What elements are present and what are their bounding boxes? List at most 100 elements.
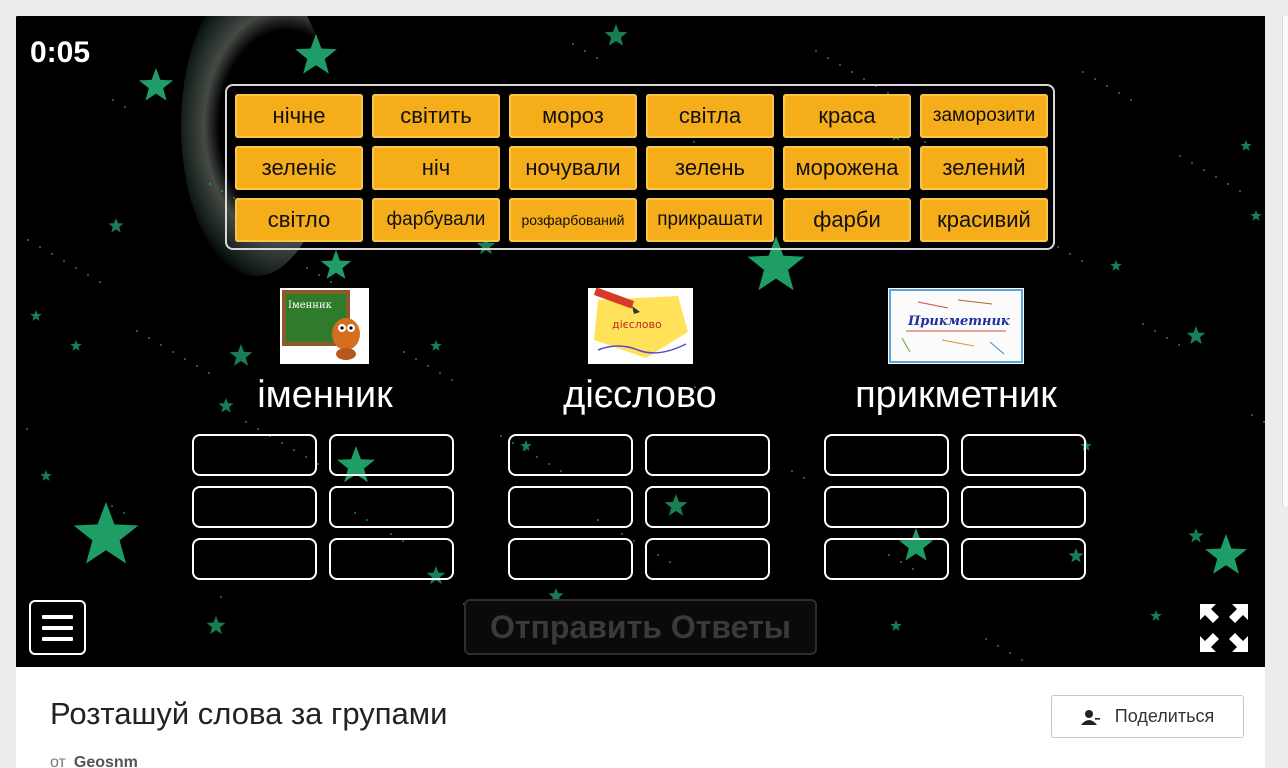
star-dot — [111, 505, 113, 507]
noun-slot[interactable] — [329, 486, 454, 528]
side-scrollbar[interactable] — [1282, 16, 1288, 506]
noun-slot[interactable] — [329, 538, 454, 580]
star-dot — [87, 274, 89, 276]
star-dot — [1178, 344, 1180, 346]
star-dot — [1142, 323, 1144, 325]
verb-image-label: дієслово — [612, 318, 662, 331]
star-dot — [318, 274, 320, 276]
word-tile[interactable]: розфарбований — [509, 198, 637, 242]
star-dot — [439, 372, 441, 374]
adjective-slot[interactable] — [824, 538, 949, 580]
noun-slot[interactable] — [192, 538, 317, 580]
word-tile[interactable]: зелений — [920, 146, 1048, 190]
star-shape — [229, 344, 253, 366]
verb-slot[interactable] — [645, 486, 770, 528]
star-shape — [520, 440, 532, 451]
star-dot — [1154, 330, 1156, 332]
star-dot — [317, 463, 319, 465]
star-shape — [337, 446, 375, 483]
submit-answers-button[interactable]: Отправить Ответы — [464, 599, 817, 655]
verb-slot[interactable] — [645, 538, 770, 580]
star-dot — [415, 358, 417, 360]
adjective-slot[interactable] — [961, 434, 1086, 476]
star-shape — [1240, 140, 1252, 151]
star-dot — [1118, 92, 1120, 94]
game-area: 0:05 нічне світить мороз світла краса за… — [16, 16, 1265, 667]
word-tile[interactable]: світло — [235, 198, 363, 242]
star-dot — [597, 519, 599, 521]
star-dot — [136, 330, 138, 332]
star-dot — [1057, 246, 1059, 248]
noun-slot[interactable] — [192, 434, 317, 476]
star-dot — [403, 351, 405, 353]
verb-slot[interactable] — [508, 538, 633, 580]
word-tile[interactable]: нічне — [235, 94, 363, 138]
star-dot — [1094, 78, 1096, 80]
word-tile[interactable]: прикрашати — [646, 198, 774, 242]
star-dot — [888, 554, 890, 556]
author-link[interactable]: Geosnm — [73, 754, 138, 768]
star-dot — [1009, 652, 1011, 654]
star-shape — [138, 68, 174, 101]
star-dot — [560, 470, 562, 472]
word-tile[interactable]: світла — [646, 94, 774, 138]
verb-slot[interactable] — [645, 434, 770, 476]
star-dot — [123, 512, 125, 514]
word-tile[interactable]: зеленіє — [235, 146, 363, 190]
fullscreen-icon[interactable] — [1196, 600, 1252, 656]
star-dot — [184, 358, 186, 360]
noun-slot[interactable] — [192, 486, 317, 528]
star-shape — [1068, 548, 1084, 563]
star-dot — [985, 638, 987, 640]
word-tile[interactable]: зелень — [646, 146, 774, 190]
star-dot — [815, 50, 817, 52]
user-icon — [1080, 709, 1100, 725]
star-dot — [791, 470, 793, 472]
verb-slot[interactable] — [508, 486, 633, 528]
star-dot — [99, 281, 101, 283]
word-tile[interactable]: мороз — [509, 94, 637, 138]
star-shape — [1250, 210, 1262, 221]
word-tile[interactable]: світить — [372, 94, 500, 138]
adjective-image-label: Прикметник — [907, 314, 1010, 329]
star-shape — [30, 310, 42, 321]
star-dot — [693, 141, 695, 143]
star-dot — [1215, 176, 1217, 178]
share-label: Поделиться — [1114, 706, 1215, 726]
adjective-slot[interactable] — [961, 538, 1086, 580]
noun-slot[interactable] — [329, 434, 454, 476]
star-dot — [887, 92, 889, 94]
adjective-slot[interactable] — [824, 486, 949, 528]
word-tile[interactable]: краса — [783, 94, 911, 138]
noun-group-title: іменник — [257, 374, 393, 416]
star-dot — [281, 442, 283, 444]
word-tile[interactable]: ніч — [372, 146, 500, 190]
star-shape — [898, 528, 934, 561]
verb-slot[interactable] — [508, 434, 633, 476]
star-dot — [1081, 260, 1083, 262]
star-dot — [306, 267, 308, 269]
menu-button[interactable] — [29, 600, 86, 655]
word-tile[interactable]: ночували — [509, 146, 637, 190]
activity-title: Розташуй слова за групами — [50, 696, 448, 731]
verb-image: дієслово — [588, 288, 693, 364]
star-shape — [40, 470, 52, 481]
adjective-slot[interactable] — [961, 486, 1086, 528]
star-dot — [172, 351, 174, 353]
adjective-slot[interactable] — [824, 434, 949, 476]
word-tile[interactable]: фарбували — [372, 198, 500, 242]
star-shape — [890, 620, 902, 631]
share-button[interactable]: Поделиться — [1051, 695, 1244, 738]
word-tile[interactable]: фарби — [783, 198, 911, 242]
star-dot — [633, 540, 635, 542]
star-dot — [1203, 169, 1205, 171]
word-tile[interactable]: красивий — [920, 198, 1048, 242]
timer: 0:05 — [30, 36, 91, 69]
word-tile[interactable]: морожена — [783, 146, 911, 190]
star-dot — [330, 281, 332, 283]
star-dot — [669, 561, 671, 563]
word-tile[interactable]: заморозити — [920, 94, 1048, 138]
star-shape — [426, 566, 446, 585]
star-dot — [257, 428, 259, 430]
star-dot — [209, 183, 211, 185]
